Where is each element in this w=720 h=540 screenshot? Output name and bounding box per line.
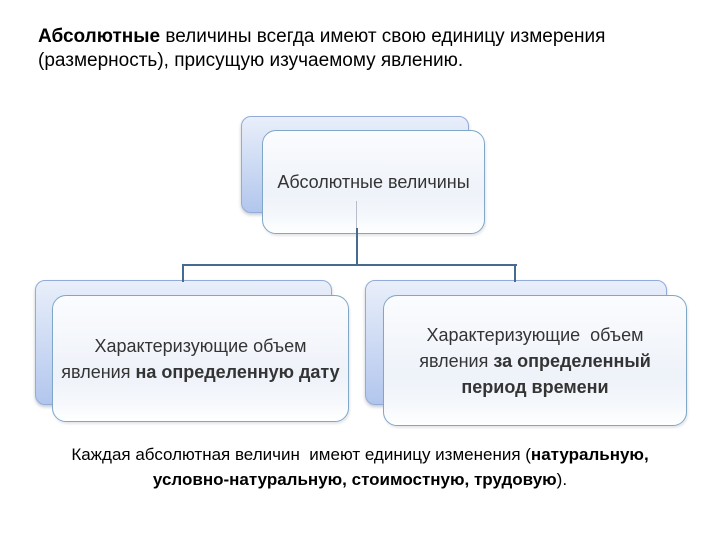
connector-root-stub <box>356 201 357 228</box>
connector-right-drop <box>514 264 516 282</box>
intro-paragraph: Абсолютные величины всегда имеют свою ед… <box>38 26 606 71</box>
connector-left-drop <box>182 264 184 282</box>
footer-paragraph: Каждая абсолютная величин имеют единицу … <box>71 445 649 489</box>
node-root-box: Абсолютные величины <box>262 130 485 234</box>
connector-horizontal <box>182 264 517 266</box>
node-root-label: Абсолютные величины <box>277 171 470 192</box>
connector-root-vertical <box>356 228 358 265</box>
